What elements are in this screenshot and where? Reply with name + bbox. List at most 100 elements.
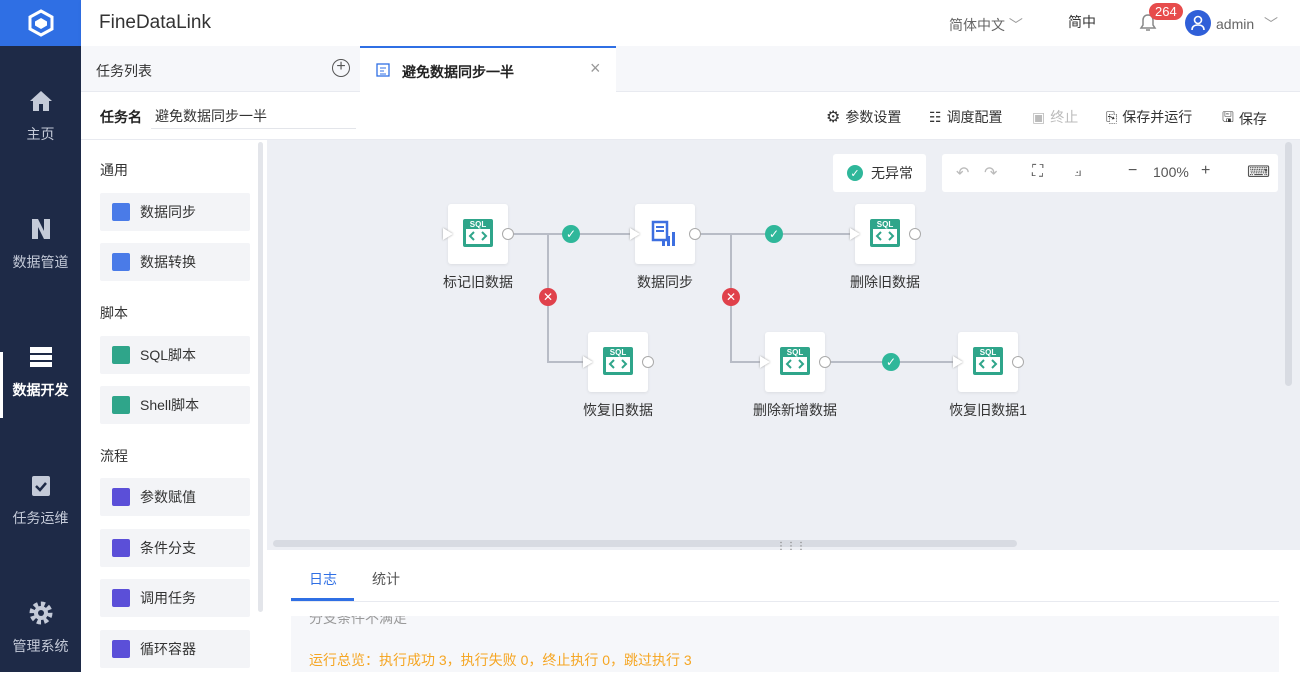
language-select[interactable]: 简体中文 ﹀: [949, 15, 1023, 35]
nav-label: 管理系统: [12, 638, 69, 654]
palette-item-label: 条件分支: [140, 540, 196, 556]
palette-item-label: 数据转换: [140, 254, 196, 270]
tab-stats[interactable]: 统计: [372, 571, 400, 587]
node-delete-new[interactable]: SQL: [760, 332, 831, 392]
node-mark-old[interactable]: SQL: [443, 204, 514, 264]
palette-item-call-task[interactable]: 调用任务: [100, 579, 250, 617]
tab-bar: 任务列表 + 避免数据同步一半 ×: [81, 46, 1300, 92]
sql-node-icon: SQL: [602, 346, 634, 379]
palette-item-shell[interactable]: Shell脚本: [100, 386, 250, 424]
gear-icon: ⚙: [826, 109, 841, 126]
zoom-in-icon[interactable]: +: [1201, 162, 1211, 179]
user-icon: [1191, 15, 1205, 31]
palette-item-data-transform[interactable]: 数据转换: [100, 243, 250, 281]
tab-active-task[interactable]: 避免数据同步一半 ×: [360, 46, 616, 92]
out-port[interactable]: [689, 228, 701, 240]
status-badge: ✓ 无异常: [833, 154, 926, 192]
layout-icon[interactable]: ⟓: [1074, 163, 1082, 180]
close-icon[interactable]: ×: [590, 58, 601, 78]
nav-label: 主页: [26, 126, 55, 142]
app-logo[interactable]: [0, 0, 81, 46]
save-button[interactable]: 🖫保存: [1222, 107, 1267, 131]
resize-handle[interactable]: ⋮⋮⋮: [776, 541, 806, 552]
node-data-sync[interactable]: [630, 204, 701, 264]
keyboard-icon[interactable]: ⌨: [1247, 164, 1271, 181]
params-label: 参数设置: [845, 109, 902, 125]
chevron-down-icon: ﹀: [1264, 16, 1279, 32]
palette-item-label: SQL脚本: [140, 347, 197, 363]
nav-item-ops[interactable]: 任务运维: [0, 472, 81, 562]
status-label: 无异常: [871, 165, 913, 181]
log-line: 分支条件不满足: [309, 616, 407, 626]
palette-item-label: 调用任务: [140, 590, 196, 606]
log-panel: 日志 统计 分支条件不满足 运行总览：执行成功 3，执行失败 0，终止执行 0，…: [267, 556, 1300, 672]
node-restore-old-1[interactable]: SQL: [953, 332, 1024, 392]
node-label: 删除新增数据: [753, 402, 837, 418]
out-port[interactable]: [819, 356, 831, 368]
nav-item-admin[interactable]: 管理系统: [0, 600, 81, 690]
node-label: 恢复旧数据: [583, 402, 653, 418]
palette-item-label: 数据同步: [140, 204, 196, 220]
palette-item-loop[interactable]: 循环容器: [100, 630, 250, 668]
out-port[interactable]: [502, 228, 514, 240]
out-port[interactable]: [1012, 356, 1024, 368]
add-task-icon[interactable]: +: [332, 59, 350, 77]
in-port: [760, 356, 770, 368]
out-port[interactable]: [642, 356, 654, 368]
save-label: 保存: [1238, 111, 1267, 127]
out-port[interactable]: [909, 228, 921, 240]
user-menu[interactable]: admin ﹀: [1216, 14, 1278, 34]
chevron-down-icon: ﹀: [1008, 17, 1023, 33]
vertical-scrollbar[interactable]: [1285, 142, 1292, 386]
svg-text:SQL: SQL: [877, 220, 894, 229]
dag-canvas[interactable]: ✓ ✕ ✓ ✕ ✓ SQL 标记旧数据 数据同步 SQL 删除旧数据 SQL 恢…: [267, 140, 1300, 552]
palette-item-param-assign[interactable]: 参数赋值: [100, 478, 250, 516]
gear-icon: [29, 601, 52, 625]
palette-scrollbar[interactable]: [258, 142, 263, 612]
redo-icon[interactable]: ↷: [984, 165, 998, 182]
lang-short-button[interactable]: 简中: [1068, 14, 1096, 30]
sql-node-icon: SQL: [779, 346, 811, 379]
edge: [730, 234, 765, 363]
data-transform-icon: [112, 253, 130, 271]
language-label: 简体中文: [949, 17, 1005, 33]
palette-item-condition[interactable]: 条件分支: [100, 529, 250, 567]
nav-item-dev[interactable]: 数据开发: [0, 344, 81, 434]
data-sync-icon: [112, 203, 130, 221]
schedule-button[interactable]: ☷调度配置: [929, 107, 1003, 127]
save-run-button[interactable]: ⎘保存并运行: [1106, 107, 1192, 127]
tab-log[interactable]: 日志: [309, 571, 337, 587]
tab-label: 避免数据同步一半: [402, 64, 514, 80]
palette-item-data-sync[interactable]: 数据同步: [100, 193, 250, 231]
sql-node-icon: SQL: [462, 218, 494, 251]
horizontal-scrollbar[interactable]: [273, 540, 1017, 547]
check-circle-icon: ✓: [847, 165, 863, 181]
in-port: [583, 356, 593, 368]
log-content: 分支条件不满足 运行总览：执行成功 3，执行失败 0，终止执行 0，跳过执行 3: [291, 616, 1279, 672]
server-icon: [29, 347, 52, 367]
stop-button[interactable]: ▣终止: [1032, 107, 1078, 127]
palette-group-title: 脚本: [100, 305, 128, 321]
nav-label: 任务运维: [12, 510, 69, 526]
zoom-level: 100%: [1153, 164, 1189, 180]
success-icon: ✓: [882, 353, 900, 371]
node-palette: 通用 数据同步 数据转换 脚本 SQL脚本 Shell脚本 流程 参数赋值 条件…: [81, 140, 267, 672]
zoom-out-icon[interactable]: −: [1128, 162, 1138, 179]
avatar[interactable]: [1185, 10, 1211, 36]
divider: [291, 601, 1279, 602]
node-restore-old[interactable]: SQL: [583, 332, 654, 392]
username: admin: [1216, 16, 1255, 32]
params-button[interactable]: ⚙参数设置: [826, 107, 901, 127]
node-label: 删除旧数据: [850, 274, 920, 290]
task-name-input[interactable]: [151, 103, 356, 129]
undo-icon[interactable]: ↶: [956, 165, 970, 182]
palette-item-sql[interactable]: SQL脚本: [100, 336, 250, 374]
nav-item-home[interactable]: 主页: [0, 88, 81, 178]
fit-view-icon[interactable]: ⛶: [1032, 163, 1044, 180]
node-delete-old[interactable]: SQL: [850, 204, 921, 264]
nav-item-pipeline[interactable]: 数据管道: [0, 216, 81, 306]
in-port: [630, 228, 640, 240]
nav-label: 数据开发: [12, 382, 69, 398]
schedule-label: 调度配置: [946, 109, 1003, 125]
node-label: 数据同步: [637, 274, 693, 290]
